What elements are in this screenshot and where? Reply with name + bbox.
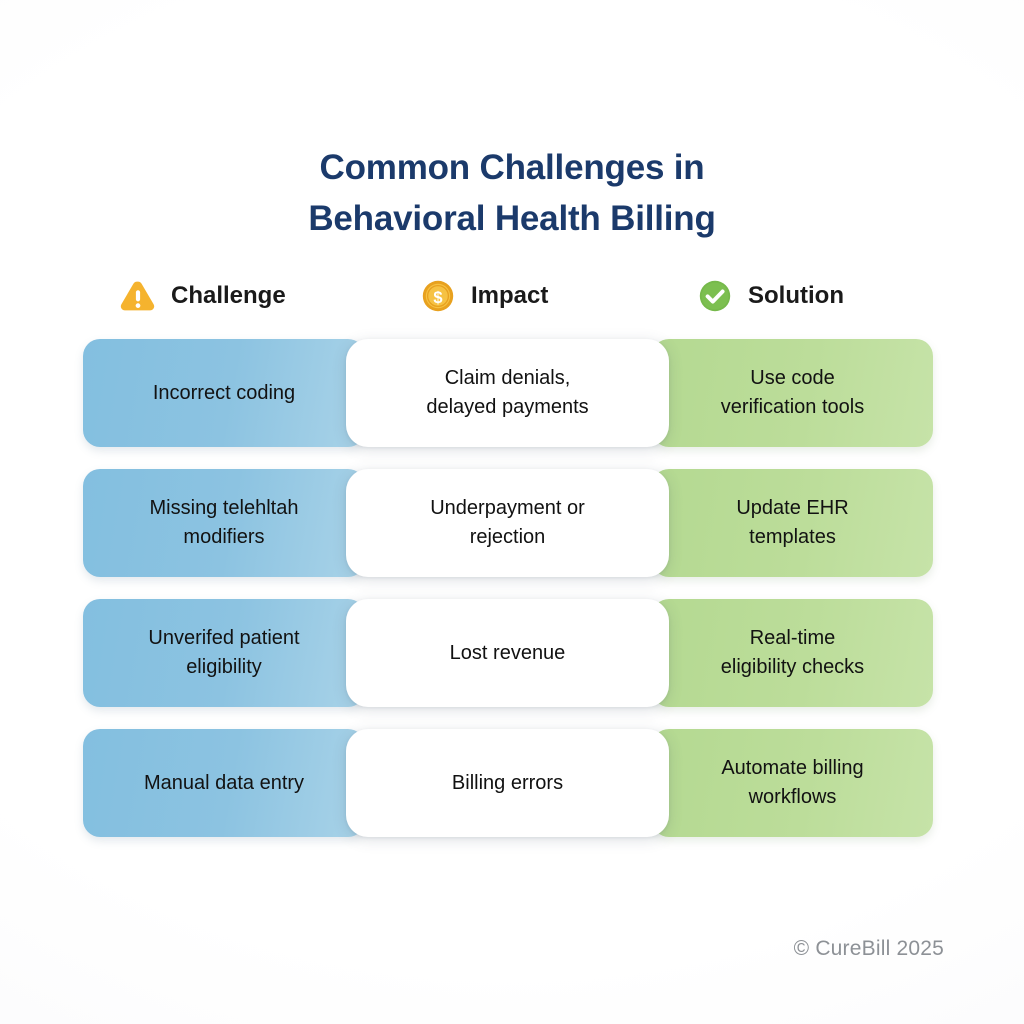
- copyright-footer: © CureBill 2025: [793, 937, 944, 960]
- column-header-label-impact: Impact: [471, 282, 549, 309]
- dollar-coin-icon: $: [419, 277, 457, 315]
- cell-text-solution: Use code verification tools: [720, 367, 865, 418]
- cell-text-impact: Billing errors: [451, 771, 564, 794]
- column-header-label-solution: Solution: [748, 282, 844, 309]
- cell-impact: Lost revenue: [346, 599, 669, 707]
- cell-impact: Claim denials, delayed payments: [346, 339, 669, 447]
- table-row: Unverifed patient eligibility Lost reven…: [0, 599, 1024, 707]
- cell-text-impact: Lost revenue: [449, 641, 566, 664]
- column-header-challenge: Challenge: [119, 272, 286, 320]
- cell-challenge: Manual data entry: [83, 729, 365, 837]
- table-row: Manual data entry Billing errors Automat…: [0, 729, 1024, 837]
- page-title: Common Challenges in Behavioral Health B…: [0, 142, 1024, 244]
- cell-text-challenge: Missing telehltah modifiers: [149, 497, 299, 548]
- column-header-solution: Solution: [696, 272, 844, 320]
- cell-impact: Underpayment or rejection: [346, 469, 669, 577]
- cell-text-challenge: Incorrect coding: [152, 381, 296, 404]
- column-headers: Challenge $ Impact Solutio: [83, 272, 933, 320]
- cell-solution: Real-time eligibility checks: [652, 599, 933, 707]
- cell-solution: Automate billing workflows: [652, 729, 933, 837]
- column-header-impact: $ Impact: [419, 272, 548, 320]
- cell-solution: Use code verification tools: [652, 339, 933, 447]
- title-line-1: Common Challenges in: [319, 148, 705, 187]
- table-row: Incorrect coding Claim denials, delayed …: [0, 339, 1024, 447]
- cell-text-solution: Automate billing workflows: [721, 757, 864, 808]
- cell-impact: Billing errors: [346, 729, 669, 837]
- title-line-2: Behavioral Health Billing: [308, 199, 716, 238]
- cell-solution: Update EHR templates: [652, 469, 933, 577]
- cell-challenge: Incorrect coding: [83, 339, 365, 447]
- cell-text-challenge: Unverifed patient eligibility: [148, 627, 300, 678]
- cell-text-challenge: Manual data entry: [143, 771, 305, 794]
- cell-text-impact: Underpayment or rejection: [430, 497, 585, 548]
- warning-triangle-icon: [119, 277, 157, 315]
- cell-text-solution: Real-time eligibility checks: [720, 627, 865, 678]
- svg-text:$: $: [433, 289, 442, 307]
- cell-text-impact: Claim denials, delayed payments: [426, 367, 589, 418]
- cell-challenge: Missing telehltah modifiers: [83, 469, 365, 577]
- table-row: Missing telehltah modifiers Underpayment…: [0, 469, 1024, 577]
- cell-text-solution: Update EHR templates: [736, 497, 849, 548]
- comparison-table: Incorrect coding Claim denials, delayed …: [0, 339, 1024, 859]
- column-header-label-challenge: Challenge: [171, 282, 286, 309]
- cell-challenge: Unverifed patient eligibility: [83, 599, 365, 707]
- check-circle-icon: [696, 277, 734, 315]
